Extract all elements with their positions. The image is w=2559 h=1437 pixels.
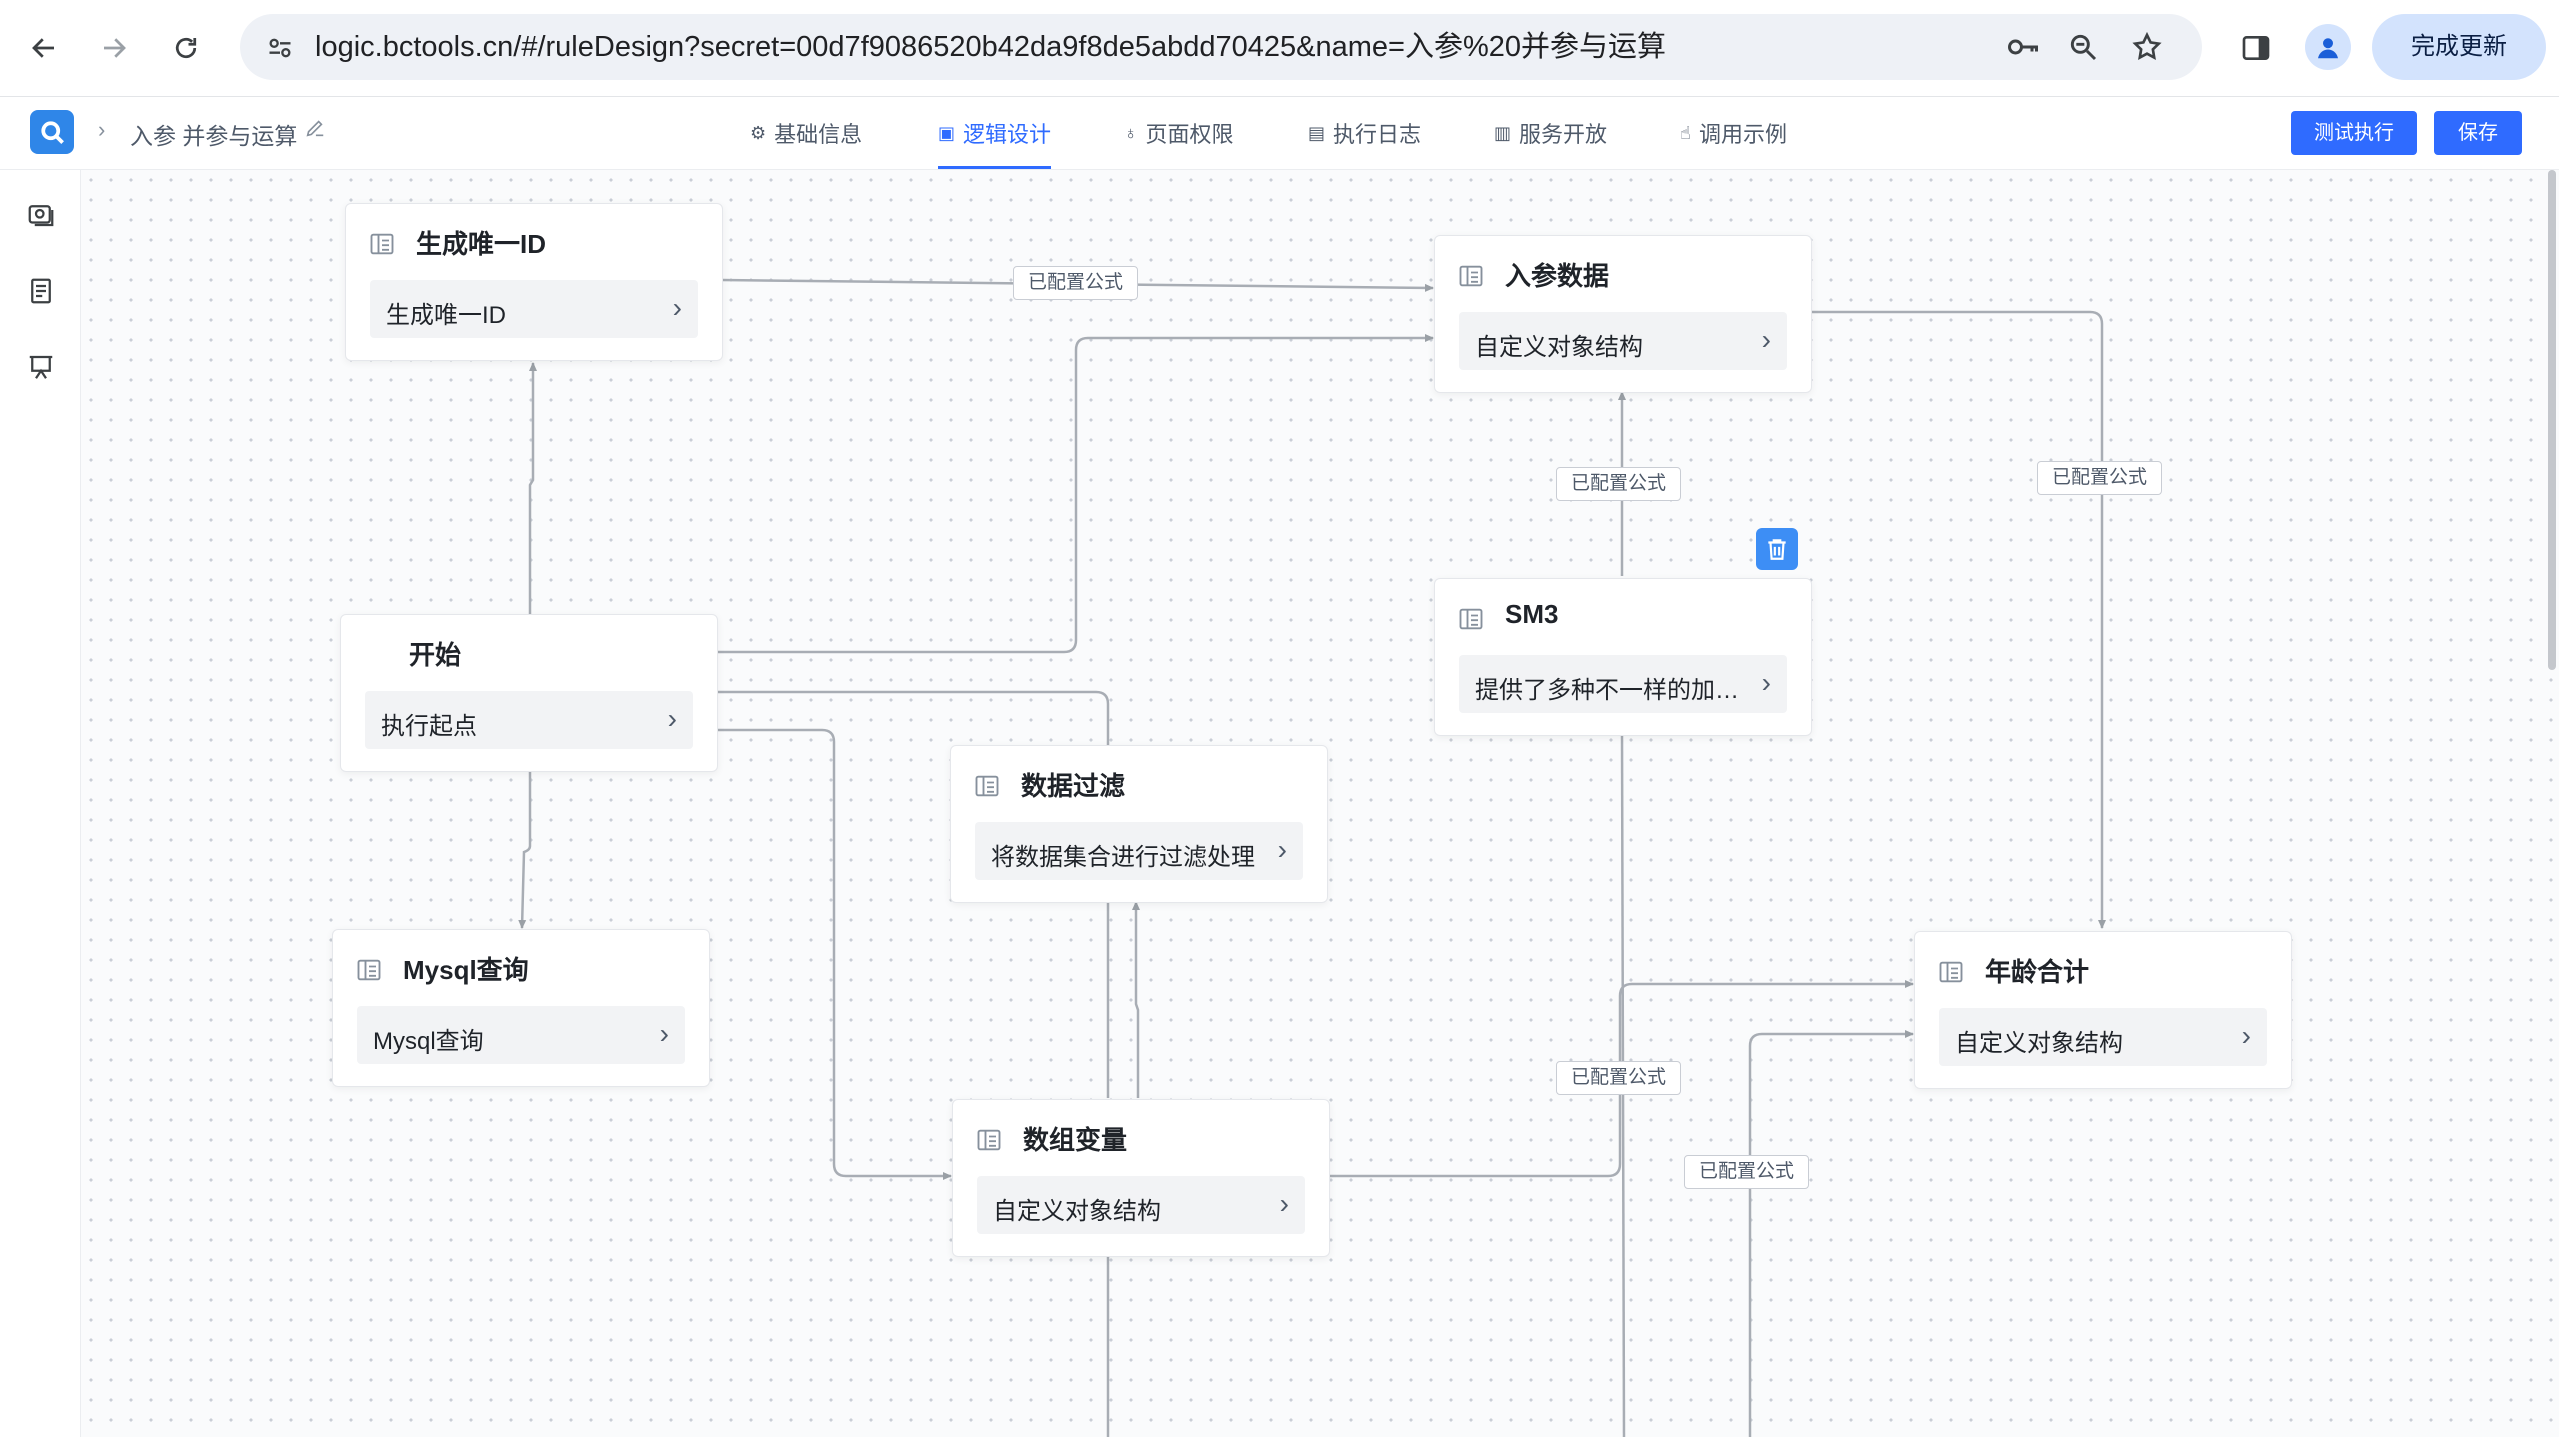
reload-button[interactable] [160, 22, 212, 74]
node-title: 年龄合计 [1985, 957, 2090, 987]
node-config-row[interactable]: 将数据集合进行过滤处理 › [975, 822, 1303, 880]
node-title: SM3 [1505, 599, 1559, 629]
node-table-icon [975, 775, 999, 797]
node-description: 自定义对象结构 [993, 1198, 1161, 1225]
zoom-icon[interactable] [2060, 24, 2106, 70]
book-icon: ▥ [1494, 122, 1512, 143]
delete-node-button[interactable] [1756, 528, 1798, 570]
node-config-row[interactable]: Mysql查询 › [357, 1006, 685, 1064]
tab-execution-log[interactable]: ▤执行日志 [1308, 122, 1422, 147]
tab-service-open[interactable]: ▥服务开放 [1494, 122, 1608, 147]
chevron-right-icon: › [672, 292, 682, 323]
edge-label-formula[interactable]: 已配置公式 [1556, 1061, 1682, 1095]
node-title: 入参数据 [1505, 261, 1610, 291]
node-description: 自定义对象结构 [1475, 334, 1643, 361]
node-description: 将数据集合进行过滤处理 [991, 844, 1255, 871]
trash-icon [1768, 539, 1786, 560]
hand-icon: ☝ [1680, 122, 1691, 143]
node-description: 执行起点 [381, 713, 477, 740]
app-header: › 入参 并参与运算 ⚙基础信息 ▣逻辑设计 ♁页面权限 ▤执行日志 ▥服务开放… [0, 97, 2559, 170]
side-panel-icon[interactable] [2232, 24, 2280, 72]
forward-arrow-icon [104, 38, 126, 58]
node-start[interactable]: 开始 执行起点 › [340, 614, 718, 772]
chevron-right-icon: › [1277, 834, 1287, 865]
chevron-right-icon: › [659, 1018, 669, 1049]
chevron-right-icon: › [1761, 324, 1771, 355]
browser-toolbar: logic.bctools.cn/#/ruleDesign?secret=00d… [0, 0, 2559, 97]
edge-label-formula[interactable]: 已配置公式 [1013, 266, 1139, 300]
node-table-icon [1459, 265, 1483, 287]
node-array-variable[interactable]: 数组变量 自定义对象结构 › [952, 1099, 1330, 1257]
node-config-row[interactable]: 自定义对象结构 › [977, 1176, 1305, 1234]
node-data-filter[interactable]: 数据过滤 将数据集合进行过滤处理 › [950, 745, 1328, 903]
node-generate-unique-id[interactable]: 生成唯一ID 生成唯一ID › [345, 203, 723, 361]
component-library-icon[interactable] [24, 198, 58, 232]
breadcrumb: 入参 并参与运算 [130, 123, 298, 149]
tab-logic-design[interactable]: ▣逻辑设计 [938, 97, 1052, 169]
back-arrow-icon [32, 38, 54, 58]
tab-page-permission[interactable]: ♁页面权限 [1124, 122, 1234, 147]
node-title: 生成唯一ID [416, 229, 547, 259]
node-title: 开始 [409, 640, 462, 670]
node-mysql-query[interactable]: Mysql查询 Mysql查询 › [332, 929, 710, 1087]
node-description: 提供了多种不一样的加密算法 [1475, 677, 1745, 704]
node-config-row[interactable]: 提供了多种不一样的加密算法 › [1459, 655, 1787, 713]
node-title: 数据过滤 [1021, 771, 1126, 801]
profile-avatar-icon[interactable] [2305, 24, 2351, 70]
vertical-scrollbar[interactable] [2548, 170, 2556, 670]
node-title: Mysql查询 [403, 955, 529, 985]
back-button[interactable] [18, 22, 70, 74]
node-table-icon [1459, 608, 1483, 630]
update-button[interactable]: 完成更新 [2372, 14, 2546, 80]
node-input-data[interactable]: 入参数据 自定义对象结构 › [1434, 235, 1812, 393]
edit-icon[interactable] [304, 117, 330, 143]
node-table-icon [977, 1129, 1001, 1151]
node-config-row[interactable]: 自定义对象结构 › [1939, 1008, 2267, 1066]
chevron-right-icon: › [1761, 667, 1771, 698]
left-toolbar [0, 170, 81, 1437]
key-icon: ♁ [1124, 122, 1138, 143]
edge-label-formula[interactable]: 已配置公式 [2037, 461, 2163, 495]
log-icon: ▤ [1308, 122, 1326, 143]
breadcrumb-chevron-icon: › [98, 117, 106, 142]
presentation-icon[interactable] [24, 350, 58, 384]
app-logo-icon[interactable] [30, 110, 74, 154]
node-table-icon [370, 233, 394, 255]
node-table-icon [1939, 961, 1963, 983]
node-description: 自定义对象结构 [1955, 1030, 2123, 1057]
bookmark-star-icon[interactable] [2124, 24, 2170, 70]
chevron-right-icon: › [667, 703, 677, 734]
node-age-sum[interactable]: 年龄合计 自定义对象结构 › [1914, 931, 2292, 1089]
edge-label-formula[interactable]: 已配置公式 [1556, 467, 1682, 501]
save-button[interactable]: 保存 [2434, 111, 2522, 155]
reload-icon [175, 37, 197, 59]
node-table-icon [357, 959, 381, 981]
node-title: 数组变量 [1023, 1125, 1128, 1155]
node-description: 生成唯一ID [386, 302, 506, 329]
node-sm3[interactable]: SM3 提供了多种不一样的加密算法 › [1434, 578, 1812, 736]
node-config-row[interactable]: 生成唯一ID › [370, 280, 698, 338]
tab-call-example[interactable]: ☝调用示例 [1680, 122, 1787, 147]
tab-basic-info[interactable]: ⚙基础信息 [750, 122, 863, 147]
document-icon[interactable] [24, 274, 58, 308]
node-config-row[interactable]: 执行起点 › [365, 691, 693, 749]
design-icon: ▣ [938, 122, 956, 143]
forward-button[interactable] [88, 22, 140, 74]
chevron-right-icon: › [1279, 1188, 1289, 1219]
edge-label-formula[interactable]: 已配置公式 [1684, 1155, 1810, 1189]
password-key-icon[interactable] [2000, 24, 2046, 70]
test-run-button[interactable]: 测试执行 [2291, 111, 2417, 155]
node-config-row[interactable]: 自定义对象结构 › [1459, 312, 1787, 370]
gear-icon: ⚙ [750, 122, 767, 143]
node-description: Mysql查询 [373, 1028, 484, 1055]
site-settings-icon[interactable] [260, 28, 300, 68]
address-bar[interactable]: logic.bctools.cn/#/ruleDesign?secret=00d… [240, 14, 2202, 80]
chevron-right-icon: › [2241, 1020, 2251, 1051]
url-text[interactable]: logic.bctools.cn/#/ruleDesign?secret=00d… [315, 31, 1667, 63]
